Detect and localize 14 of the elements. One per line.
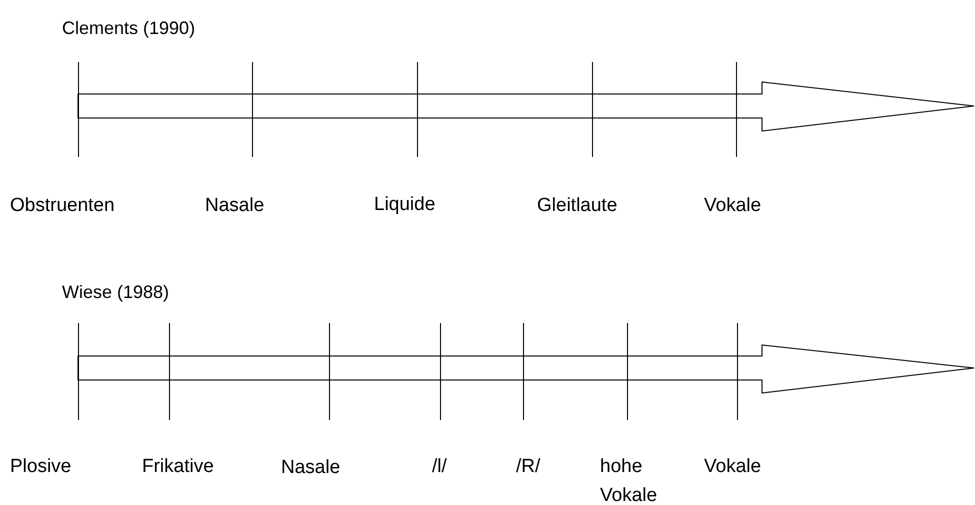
scale-label: Nasale [281, 456, 340, 480]
scale-label: Vokale [704, 194, 762, 218]
scale-label: Nasale [205, 194, 264, 218]
scale-label: Vokale [704, 455, 762, 479]
scale-title: Clements (1990) [62, 17, 196, 40]
scale-label: Liquide [374, 193, 436, 217]
scale-label: hohe Vokale [600, 455, 658, 505]
scale-label: Frikative [142, 455, 214, 479]
scale-label: Obstruenten [10, 194, 115, 218]
scale-label: /l/ [432, 455, 447, 479]
scale-label: Plosive [10, 455, 72, 479]
scale-label: /R/ [516, 455, 540, 479]
scale-label: Gleitlaute [537, 194, 618, 218]
scale-title: Wiese (1988) [62, 281, 170, 304]
